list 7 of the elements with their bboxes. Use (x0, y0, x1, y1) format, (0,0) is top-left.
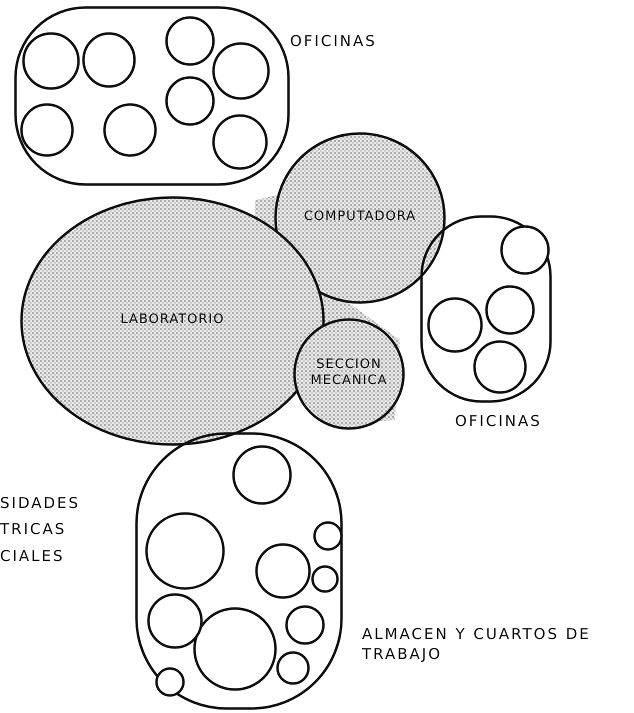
zone-heading: OFICINAS (455, 412, 543, 432)
note-text: SIDADES TRICAS CIALES (0, 493, 82, 566)
zone-heading: OFICINAS (290, 32, 378, 52)
space-label: COMPUTADORA (302, 209, 418, 226)
space-label: LABORATORIO (119, 312, 226, 328)
zone-heading: ALMACEN Y CUARTOS DE TRABAJO (362, 625, 592, 664)
space-label: SECCION MECANICA (310, 357, 388, 390)
